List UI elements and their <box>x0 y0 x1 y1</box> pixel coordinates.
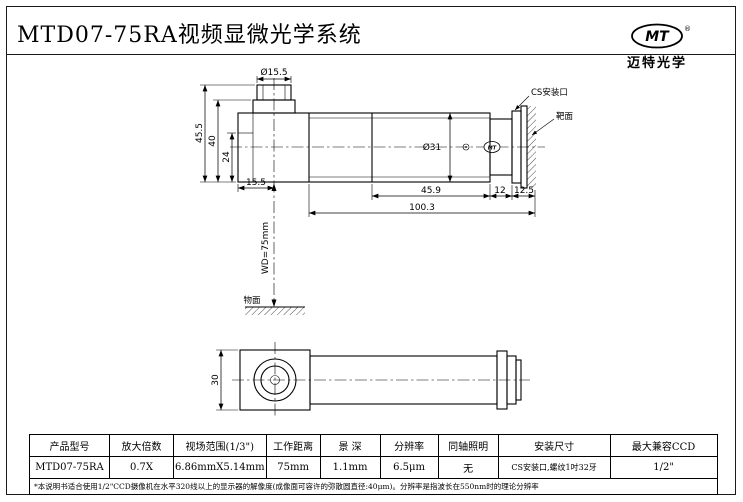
body-logo-text: MT <box>488 146 497 152</box>
body-logo-badge: MT <box>483 141 501 153</box>
company-name: 迈特光学 <box>627 55 687 71</box>
col-header-coaxial-light: 同轴照明 <box>437 434 499 457</box>
mt-logo-icon: MT ® <box>631 23 691 49</box>
dim-working-distance: WD=75mm <box>261 183 277 307</box>
value-mount-size: CS安装口,螺纹1吋32牙 <box>497 456 611 479</box>
spec-value-row: MTD07-75RA 0.7X 6.86mmX5.14mm 75mm 1.1mm… <box>29 456 718 479</box>
col-header-model: 产品型号 <box>29 434 110 457</box>
object-plane-label: 物面 <box>243 295 261 306</box>
cs-mount <box>489 105 536 189</box>
leader-labels: CS安装口 靶面 <box>514 87 574 136</box>
sensor-hatch <box>527 106 536 188</box>
col-header-resolution: 分辨率 <box>379 434 439 457</box>
dim-front-diameter: Ø15.5 <box>256 67 292 83</box>
value-max-ccd: 1/2" <box>609 456 718 479</box>
svg-text:24: 24 <box>222 151 232 163</box>
svg-text:40: 40 <box>208 135 218 147</box>
value-resolution: 6.5μm <box>379 456 439 479</box>
svg-text:45.5: 45.5 <box>195 123 205 143</box>
cs-mount-label: CS安装口 <box>531 87 568 98</box>
bottom-view: 30 <box>211 342 530 418</box>
target-plane-label: 靶面 <box>556 111 574 122</box>
svg-text:15.5: 15.5 <box>246 178 266 188</box>
svg-text:Ø31: Ø31 <box>423 142 442 153</box>
value-model: MTD07-75RA <box>29 456 110 479</box>
col-header-fov: 视场范围(1/3") <box>173 434 267 457</box>
dim-body-diameter: Ø31 <box>423 113 453 182</box>
svg-text:12.5: 12.5 <box>514 186 534 196</box>
registered-mark: ® <box>684 25 691 33</box>
spec-header-row: 产品型号 放大倍数 视场范围(1/3") 工作距离 景 深 分辨率 同轴照明 安… <box>29 434 718 457</box>
col-header-depth-of-field: 景 深 <box>319 434 381 457</box>
dim-left-heights: 45.5 40 24 <box>195 84 255 183</box>
side-view: MT CS安装口 靶面 Ø15.5 <box>195 67 574 315</box>
value-coaxial-light: 无 <box>437 456 499 479</box>
front-lens-circles <box>253 358 297 402</box>
col-header-max-ccd: 最大兼容CCD <box>609 434 718 457</box>
value-magnification: 0.7X <box>109 456 174 479</box>
value-depth-of-field: 1.1mm <box>319 456 381 479</box>
dim-axis-offset: 15.5 <box>237 178 274 192</box>
col-header-mount-size: 安装尺寸 <box>497 434 611 457</box>
dim-lengths: 45.9 12 12.5 100.3 <box>308 184 536 217</box>
spec-table: 产品型号 放大倍数 视场范围(1/3") 工作距离 景 深 分辨率 同轴照明 安… <box>29 434 718 495</box>
title-underline <box>7 54 736 55</box>
technical-drawing: MT CS安装口 靶面 Ø15.5 <box>195 67 574 418</box>
main-body <box>237 112 491 183</box>
page-title: MTD07-75RA视频显微光学系统 <box>17 23 362 48</box>
col-header-magnification: 放大倍数 <box>109 434 174 457</box>
svg-text:12: 12 <box>494 186 505 196</box>
svg-text:30: 30 <box>211 374 221 386</box>
col-header-working-distance: 工作距离 <box>265 434 321 457</box>
dim-block-width: 30 <box>211 349 238 411</box>
spec-footnote-row: *本说明书适合使用1/2"CCD摄像机在水平320线以上的显示器的解像度(成像面… <box>29 478 718 495</box>
svg-text:Ø15.5: Ø15.5 <box>260 67 287 78</box>
bottom-outline <box>239 349 522 411</box>
spec-footnote: *本说明书适合使用1/2"CCD摄像机在水平320线以上的显示器的解像度(成像面… <box>29 478 718 495</box>
svg-text:WD=75mm: WD=75mm <box>261 222 271 274</box>
value-working-distance: 75mm <box>265 456 321 479</box>
svg-text:45.9: 45.9 <box>421 186 441 196</box>
value-fov: 6.86mmX5.14mm <box>173 456 267 479</box>
object-plane-hatch <box>245 307 305 315</box>
logo-mark-text: MT <box>645 29 670 45</box>
company-logo: MT ® 迈特光学 <box>627 23 691 71</box>
set-screw <box>462 143 470 151</box>
centerlines-bottom <box>232 342 530 418</box>
object-plane: 物面 <box>243 295 305 315</box>
svg-text:100.3: 100.3 <box>409 203 435 213</box>
